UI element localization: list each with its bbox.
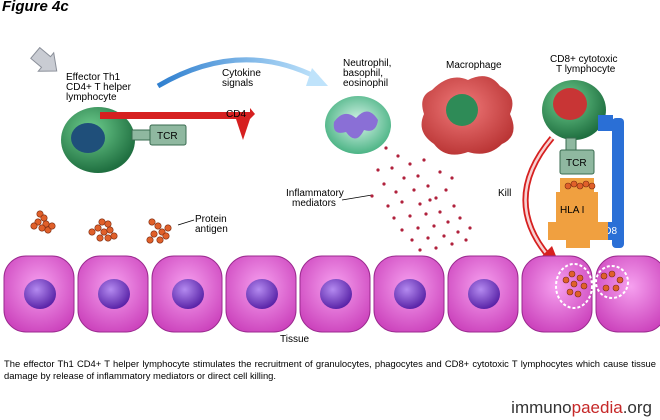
tissue-cell [299,255,371,333]
figure-title: Figure 4c [2,0,69,15]
tissue-cell [3,255,75,333]
protein-antigen-cluster [88,218,118,242]
effector-label: Effector Th1 CD4+ T helper lymphocyte [66,72,134,103]
mediator-dot [416,174,420,178]
inflammatory-mediator-dots [370,146,472,252]
mediator-dot [464,238,468,242]
pointer-arrow-icon [30,46,58,72]
mediator-dot [370,194,374,198]
protein-antigen-clusters [30,210,172,244]
inflammatory-label: Inflammatory mediators [286,188,347,209]
tissue-label: Tissue [280,334,310,345]
target-tissue-cell [555,263,629,309]
tissue-cell [77,255,149,333]
macrophage-cell [421,76,514,155]
immunopaedia-logo: immunopaedia.org [511,398,652,417]
tissue-nucleus [468,279,500,309]
mediator-dot [402,176,406,180]
cd8-t-lymphocyte-cell [542,80,606,140]
cd8-cell-label: CD8+ cytotoxic T lymphocyte [550,54,620,75]
tissue-cell [373,255,445,333]
mediator-dot [418,202,422,206]
mediator-dot [424,212,428,216]
mediator-dot [434,196,438,200]
mediator-dot [412,188,416,192]
mediator-dot [450,242,454,246]
macrophage-label: Macrophage [446,60,502,71]
mediator-dot [408,162,412,166]
tcr-label-cd8: TCR [566,158,587,169]
mediator-dot [426,236,430,240]
tcr-receptor-cd8: TCR [559,137,595,175]
mediator-dot [450,176,454,180]
mediator-dot [416,226,420,230]
antigen-pointer-line [177,219,195,226]
tissue-cell [447,255,519,333]
cytokine-arrow-head-icon [306,68,328,86]
tcr-label-effector: TCR [157,131,178,142]
mediator-dot [422,158,426,162]
mediator-dot [408,214,412,218]
mediator-dot [426,184,430,188]
mediator-dot [468,226,472,230]
mediator-dot [438,170,442,174]
figure-caption: The effector Th1 CD4+ T helper lymphocyt… [4,358,656,381]
kill-label: Kill [498,188,511,199]
cd4-receptor: CD4 [100,108,255,140]
protein-antigen-cluster [146,218,172,244]
cytokine-label: Cytokine signals [222,68,264,89]
tissue-cell [225,255,297,333]
mediator-dot [400,228,404,232]
tissue-nucleus [172,279,204,309]
cd4-label: CD4 [226,109,246,120]
mediator-dot [442,234,446,238]
protein-antigen-label: Protein antigen [195,214,229,235]
mediator-dot [438,210,442,214]
tissue-cell [521,255,593,333]
protein-antigen-cluster [30,210,56,234]
tissue-cell [151,255,223,333]
mediator-dot [434,246,438,250]
neutrophil-cell [325,96,391,154]
hla-label: HLA I [560,205,584,216]
mediator-dot [376,168,380,172]
cytokine-arrow [156,57,320,89]
tissue-nucleus [246,279,278,309]
tissue-nucleus [24,279,56,309]
mediator-dot [446,220,450,224]
mediator-dot [432,224,436,228]
mediator-dot [384,146,388,150]
tissue-nucleus [320,279,352,309]
mediator-dot [400,200,404,204]
mediator-dot [452,204,456,208]
tissue-layer [3,255,660,333]
mediator-dot [444,188,448,192]
tcr-receptor-effector: TCR [131,124,187,146]
inflammatory-pointer-line [341,194,373,201]
mediator-dot [394,190,398,194]
tissue-cell [595,255,660,333]
mediator-dot [386,204,390,208]
tissue-nucleus [98,279,130,309]
mediator-dot [382,182,386,186]
mediator-dot [458,216,462,220]
tissue-nucleus [394,279,426,309]
mediator-dot [418,248,422,252]
effector-th1-cell [61,107,135,173]
mediator-dot [392,216,396,220]
mediator-dot [428,198,432,202]
mediator-dot [410,238,414,242]
mediator-dot [456,230,460,234]
mediator-dot [396,154,400,158]
neutrophil-label: Neutrophil, basophil, eosinophil [343,58,394,89]
mediator-dot [390,166,394,170]
peptide-chain [564,180,596,190]
